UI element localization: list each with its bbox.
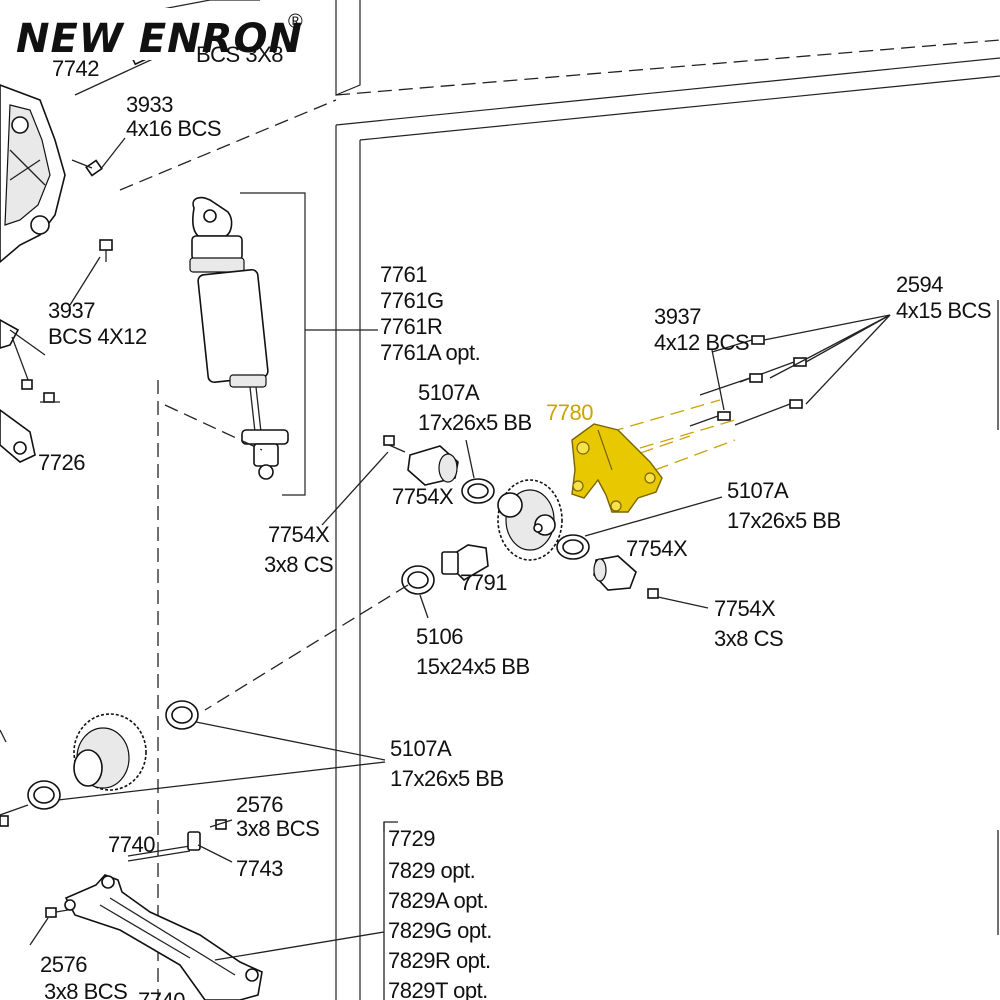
label-bcs-3x8-top: BCS 3X8 — [196, 42, 283, 67]
screws-2594-group — [699, 314, 891, 426]
callout-labels: BCS 3X8 7742 3933 4x16 BCS 7761 7761G 77… — [38, 42, 992, 1000]
label-7743: 7743 — [236, 856, 283, 881]
label-5107a-right-desc: 17x26x5 BB — [727, 508, 841, 533]
label-shock-1: 7761 — [380, 262, 427, 287]
label-arm-4: 7829G opt. — [388, 918, 492, 943]
differential-part — [497, 479, 563, 561]
hinge-pin-7740 — [127, 831, 233, 863]
label-arm-6: 7829T opt. — [388, 978, 488, 1000]
screw-2576-bottom — [29, 907, 69, 946]
label-5107a-right: 5107A — [727, 478, 789, 503]
label-7754x-screw-left: 7754X — [268, 522, 330, 547]
output-cup-7754x-left — [407, 445, 459, 486]
label-2576-bottom-desc: 3x8 BCS — [44, 979, 127, 1000]
label-5106: 5106 — [416, 624, 463, 649]
label-shock-4: 7761A opt. — [380, 340, 480, 365]
suspension-arm-part — [64, 821, 398, 1000]
label-2576-bottom: 2576 — [40, 952, 87, 977]
shock-absorber-part — [164, 192, 378, 496]
output-cup-7754x-right — [593, 555, 637, 591]
label-7754x-screw-left-desc: 3x8 CS — [264, 552, 333, 577]
label-7754x-screw-right: 7754X — [714, 596, 776, 621]
label-7740-top: 7740 — [108, 832, 155, 857]
label-7740-bottom: 7740 — [138, 988, 185, 1000]
label-3933: 3933 — [126, 92, 173, 117]
label-shock-2: 7761G — [380, 288, 444, 313]
label-arm-5: 7829R opt. — [388, 948, 491, 973]
label-5106-desc: 15x24x5 BB — [416, 654, 530, 679]
pinion-7791-part — [441, 544, 489, 582]
screw-7754x-left — [321, 435, 406, 526]
label-3937-left: 3937 — [48, 298, 95, 323]
new-enron-logo: NEW ENRON ® — [10, 8, 303, 62]
spur-gear-part — [0, 713, 147, 791]
bearing-5107a-bottom-upper — [165, 700, 386, 761]
label-7780: 7780 — [546, 400, 593, 425]
screw-3933-group — [71, 137, 126, 177]
screw-3937-right-group — [689, 349, 731, 427]
label-5107a-top-desc: 17x26x5 BB — [418, 410, 532, 435]
screw-7754x-right — [647, 588, 709, 609]
label-7754x-left: 7754X — [392, 484, 454, 509]
chassis-bulkhead-part — [0, 84, 66, 463]
logo-text: NEW ENRON — [16, 16, 303, 62]
bearing-5106 — [401, 565, 435, 619]
label-7726: 7726 — [38, 450, 85, 475]
assembly-guide-lines — [114, 0, 1000, 1000]
gear-housing-7780-part — [571, 399, 736, 513]
label-3937-right: 3937 — [654, 304, 701, 329]
label-arm-1: 7729 — [388, 826, 435, 851]
label-5107a-bottom-desc: 17x26x5 BB — [390, 766, 504, 791]
label-arm-3: 7829A opt. — [388, 888, 488, 913]
bearing-5107a-bottom-lower — [0, 761, 386, 827]
label-7742: 7742 — [52, 56, 99, 81]
label-5107a-top: 5107A — [418, 380, 480, 405]
label-2594: 2594 — [896, 272, 943, 297]
drive-shaft-guide — [204, 584, 409, 711]
screw-2576-top — [209, 819, 233, 830]
label-arm-2: 7829 opt. — [388, 858, 475, 883]
label-7754x-screw-right-desc: 3x8 CS — [714, 626, 783, 651]
label-7754x-right: 7754X — [626, 536, 688, 561]
screw-3937-left-group — [9, 239, 113, 403]
label-5107a-bottom: 5107A — [390, 736, 452, 761]
label-3933-desc: 4x16 BCS — [126, 116, 221, 141]
label-2576-top: 2576 — [236, 792, 283, 817]
label-2594-desc: 4x15 BCS — [896, 298, 991, 323]
label-shock-3: 7761R — [380, 314, 442, 339]
label-7791: 7791 — [460, 570, 507, 595]
bearing-5107a-top — [461, 439, 495, 504]
registered-mark: ® — [288, 11, 303, 33]
label-3937-right-desc: 4x12 BCS — [654, 330, 749, 355]
label-3937-left-desc: BCS 4X12 — [48, 324, 147, 349]
bearing-5107a-right — [556, 496, 723, 560]
label-2576-top-desc: 3x8 BCS — [236, 816, 319, 841]
